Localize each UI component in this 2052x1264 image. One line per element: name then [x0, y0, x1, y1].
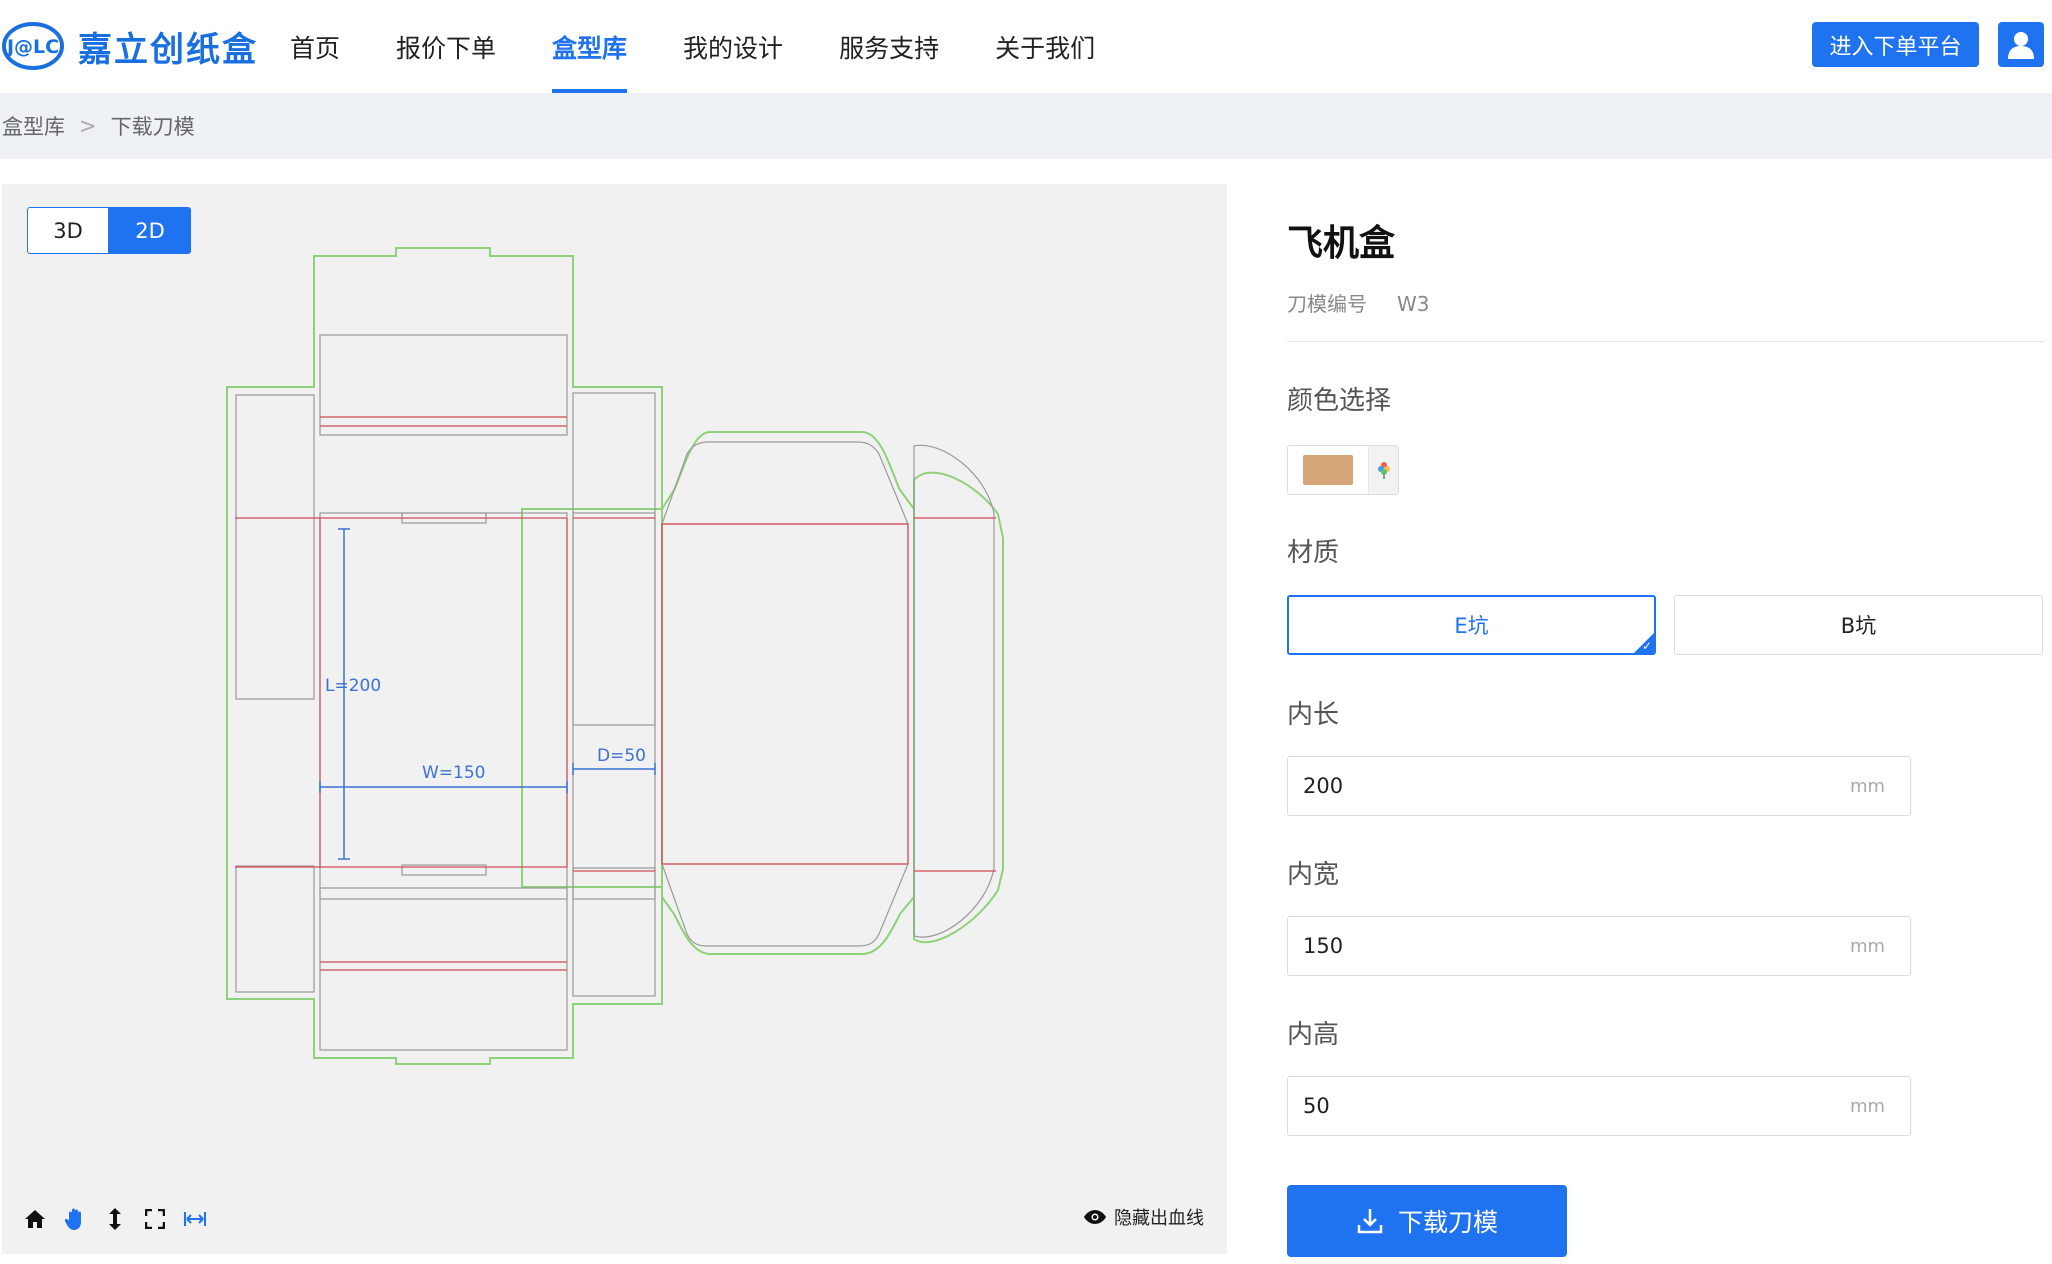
- inner-width-label: 内宽: [1287, 860, 1340, 890]
- inner-height-unit: mm: [1850, 1095, 1886, 1117]
- divider: [1287, 341, 2044, 342]
- breadcrumb-separator: >: [79, 114, 97, 138]
- nav-service-support[interactable]: 服务支持: [839, 33, 940, 63]
- dimension-width-label: W=150: [422, 763, 486, 783]
- die-code-label: 刀模编号: [1287, 292, 1367, 316]
- order-platform-button[interactable]: 进入下单平台: [1812, 22, 1979, 67]
- view-3d-button[interactable]: 3D: [27, 207, 109, 254]
- inner-height-input[interactable]: [1288, 1077, 1850, 1135]
- svg-text:J@LC: J@LC: [5, 36, 59, 58]
- top-header: J@LC 嘉立创纸盒 首页 报价下单 盒型库 我的设计 服务支持 关于我们 进入…: [0, 0, 2052, 93]
- color-picker[interactable]: [1287, 445, 1399, 495]
- inner-width-unit: mm: [1850, 935, 1886, 957]
- inner-length-unit: mm: [1850, 775, 1886, 797]
- die-code-row: 刀模编号 W3: [1287, 288, 1430, 317]
- main-nav: 首页 报价下单 盒型库 我的设计 服务支持 关于我们: [290, 0, 1151, 93]
- hide-bleed-toggle[interactable]: 隐藏出血线: [1084, 1204, 1204, 1230]
- color-swatch: [1303, 455, 1353, 485]
- user-icon: [2008, 31, 2034, 59]
- nav-quote-order[interactable]: 报价下单: [396, 33, 497, 63]
- logo[interactable]: J@LC 嘉立创纸盒: [2, 20, 258, 72]
- material-b-flute-button[interactable]: B坑: [1674, 595, 2043, 655]
- fullscreen-icon[interactable]: [142, 1206, 168, 1232]
- color-wheel-icon[interactable]: [1368, 446, 1398, 494]
- inner-height-field[interactable]: mm: [1287, 1076, 1911, 1136]
- material-label: 材质: [1287, 538, 1340, 568]
- eye-icon: [1084, 1210, 1106, 1224]
- view-2d-button[interactable]: 2D: [109, 207, 191, 254]
- dieline-canvas[interactable]: L=200 W=150 D=50 3D 2D 隐藏出血线: [2, 184, 1227, 1254]
- hand-icon[interactable]: [62, 1206, 88, 1232]
- inner-height-label: 内高: [1287, 1020, 1340, 1050]
- inner-width-input[interactable]: [1288, 917, 1850, 975]
- vertical-arrow-icon[interactable]: [102, 1206, 128, 1232]
- measure-icon[interactable]: [182, 1206, 208, 1232]
- bleed-outline: [226, 247, 1004, 1065]
- logo-text: 嘉立创纸盒: [78, 29, 258, 70]
- product-title: 飞机盒: [1287, 223, 1396, 264]
- breadcrumb-parent[interactable]: 盒型库: [2, 115, 65, 139]
- check-icon: ✓: [1641, 639, 1652, 653]
- dimension-lines: [319, 528, 656, 860]
- dimension-length-label: L=200: [325, 676, 381, 696]
- view-toggle: 3D 2D: [27, 207, 191, 254]
- user-button[interactable]: [1998, 22, 2044, 67]
- inner-length-field[interactable]: mm: [1287, 756, 1911, 816]
- breadcrumb: 盒型库 > 下载刀模: [0, 93, 2052, 159]
- nav-box-library[interactable]: 盒型库: [552, 0, 628, 93]
- inner-length-input[interactable]: [1288, 757, 1850, 815]
- material-e-flute-button[interactable]: E坑 ✓: [1287, 595, 1656, 655]
- nav-home[interactable]: 首页: [290, 33, 341, 63]
- inner-length-label: 内长: [1287, 700, 1340, 730]
- breadcrumb-current: 下载刀模: [110, 115, 195, 139]
- cut-lines: [235, 416, 996, 971]
- nav-my-designs[interactable]: 我的设计: [683, 33, 784, 63]
- inner-width-field[interactable]: mm: [1287, 916, 1911, 976]
- die-code-value: W3: [1397, 292, 1430, 316]
- selected-corner: [1633, 632, 1654, 653]
- nav-about-us[interactable]: 关于我们: [995, 33, 1096, 63]
- logo-mark-icon: J@LC: [2, 22, 64, 70]
- home-icon[interactable]: [22, 1206, 48, 1232]
- hide-bleed-label: 隐藏出血线: [1114, 1208, 1204, 1229]
- dimension-depth-label: D=50: [597, 746, 646, 766]
- canvas-toolbar: [22, 1206, 208, 1232]
- download-label: 下载刀模: [1397, 1208, 1498, 1237]
- download-icon: [1357, 1209, 1383, 1234]
- dieline-drawing: L=200 W=150 D=50: [226, 247, 1004, 1065]
- download-dieline-button[interactable]: 下载刀模: [1287, 1185, 1567, 1257]
- color-label: 颜色选择: [1287, 386, 1392, 416]
